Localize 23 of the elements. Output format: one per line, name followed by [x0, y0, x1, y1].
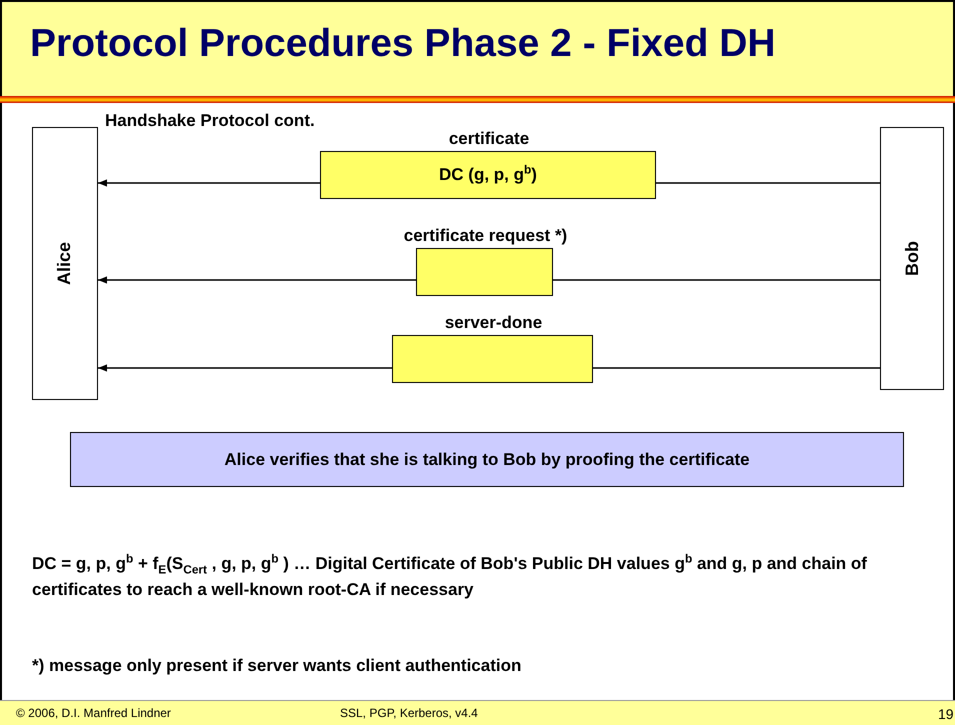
section-heading: Handshake Protocol cont.: [105, 110, 315, 132]
note-text: Alice verifies that she is talking to Bob by proofing the certificate: [224, 450, 750, 470]
message-content: DC (g, p, g$^{b}$): [439, 165, 537, 185]
arrow: [98, 364, 392, 372]
footnote-text: *) message only present if server wants client authentication: [32, 655, 522, 677]
message-name: certificate request *): [402, 226, 568, 246]
slide-title: Protocol Procedures Phase 2 - Fixed DH: [30, 22, 776, 66]
connector-line: [656, 182, 880, 184]
participant-name: Alice: [54, 242, 76, 286]
participant-box: [32, 127, 98, 400]
footer-course-title: SSL, PGP, Kerberos, v4.4: [340, 705, 478, 722]
definition-text: DC = g, p, g$^{b}$ + f$_{E}$(S$_{Cert}$ , g, p, g$^{b}$ ) … Digital Certificate of Bob's Public DH values g$^{b}$ and g, p and chain of certificates to reach a well-known root-CA if necessary: [32, 551, 868, 600]
arrow: [98, 276, 416, 284]
connector-line: [553, 279, 880, 281]
page-number: 19: [938, 705, 954, 724]
arrow: [98, 179, 320, 187]
note-box: [70, 432, 904, 487]
footer-copyright: © 2006, D.I. Manfred Lindner: [16, 705, 171, 722]
participant-name: Bob: [902, 241, 922, 276]
connector-line: [593, 367, 880, 369]
message-name: certificate: [448, 129, 530, 149]
message-name: server-done: [444, 313, 544, 333]
participant-box: [880, 127, 944, 390]
